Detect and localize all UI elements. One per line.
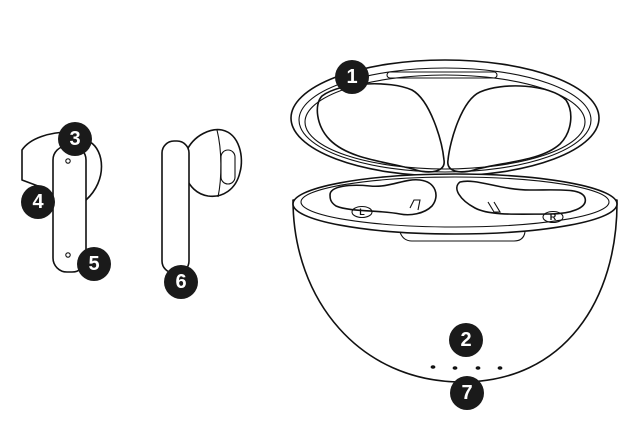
lid-slot bbox=[386, 71, 498, 79]
svg-text:7: 7 bbox=[461, 382, 472, 404]
svg-text:1: 1 bbox=[346, 66, 357, 88]
lid-pocket-left bbox=[316, 82, 445, 173]
base-cavity-left bbox=[329, 178, 437, 216]
callout-1: 1 bbox=[335, 60, 369, 94]
svg-text:6: 6 bbox=[175, 271, 186, 293]
lid-pocket-right bbox=[447, 85, 572, 173]
led-4 bbox=[497, 366, 503, 370]
mic-hole-top bbox=[65, 158, 71, 164]
led-2 bbox=[452, 366, 458, 370]
case-latch-notch bbox=[399, 231, 526, 242]
callout-5: 5 bbox=[77, 247, 111, 281]
callout-7: 7 bbox=[450, 376, 484, 410]
callout-3: 3 bbox=[58, 122, 92, 156]
slot-marker-right-label: R bbox=[550, 212, 557, 222]
slot-marker-left-label: L bbox=[359, 207, 365, 217]
charging-case: L R bbox=[290, 59, 618, 383]
svg-text:2: 2 bbox=[460, 329, 471, 351]
svg-text:5: 5 bbox=[88, 253, 99, 275]
contact-left bbox=[409, 199, 421, 211]
case-lid-rim bbox=[298, 67, 592, 173]
earbud-side-stem bbox=[161, 140, 190, 274]
callout-6: 6 bbox=[164, 265, 198, 299]
svg-text:4: 4 bbox=[32, 191, 44, 213]
earbud-front-tip bbox=[85, 141, 103, 201]
led-1 bbox=[430, 365, 436, 369]
case-base-rim bbox=[300, 176, 610, 228]
case-lid-inner bbox=[304, 74, 586, 170]
base-cavity-right bbox=[456, 180, 586, 216]
slot-marker-left bbox=[351, 205, 373, 219]
led-3 bbox=[475, 366, 481, 370]
case-base-top bbox=[292, 173, 618, 235]
earbud-side-view bbox=[161, 128, 243, 274]
sensor-window bbox=[220, 149, 236, 185]
callout-4: 4 bbox=[21, 185, 55, 219]
mic-hole-bottom bbox=[65, 252, 71, 258]
contact-right bbox=[487, 201, 501, 213]
svg-text:3: 3 bbox=[69, 128, 80, 150]
led-indicators bbox=[430, 365, 503, 370]
callout-2: 2 bbox=[449, 323, 483, 357]
earbud-side-tip bbox=[185, 128, 243, 198]
slot-marker-right bbox=[542, 210, 564, 224]
